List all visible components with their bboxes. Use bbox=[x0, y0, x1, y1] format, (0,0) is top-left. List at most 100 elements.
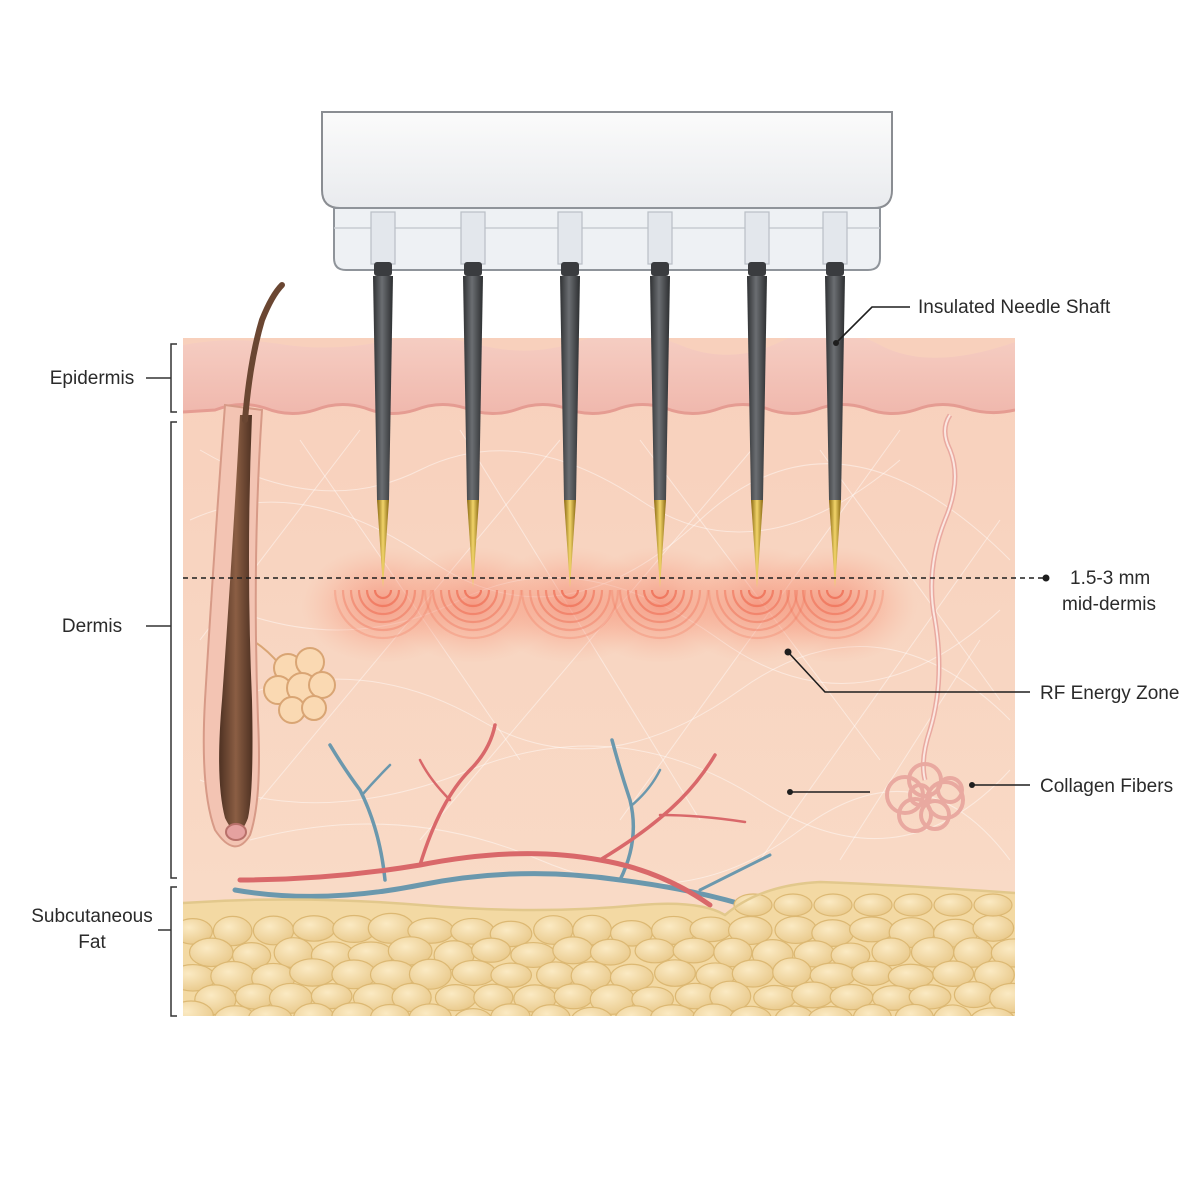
fat-cell bbox=[214, 1005, 257, 1016]
microneedle bbox=[373, 262, 393, 588]
fat-cell bbox=[471, 937, 511, 963]
handpiece-body bbox=[321, 111, 893, 209]
fat-cell bbox=[289, 958, 337, 987]
fat-cell bbox=[774, 915, 818, 945]
rf-ring bbox=[349, 589, 417, 624]
fat-cell bbox=[853, 893, 893, 917]
rf-energy-zone bbox=[301, 547, 917, 663]
cartridge-slot bbox=[647, 211, 673, 265]
rf-ring bbox=[731, 589, 783, 616]
rf-ring bbox=[723, 589, 791, 624]
insulated-needle-shaft bbox=[650, 276, 670, 500]
label-rf-zone: RF Energy Zone bbox=[1040, 683, 1179, 704]
fat-cell bbox=[932, 960, 975, 987]
insulated-needle-shaft bbox=[373, 276, 393, 500]
cartridge-slot bbox=[557, 211, 583, 265]
insulated-needle-shaft bbox=[825, 276, 845, 500]
fat-cell bbox=[894, 1003, 934, 1016]
insulated-needle-shaft bbox=[463, 276, 483, 500]
fat-cell bbox=[553, 983, 594, 1010]
fat-cell bbox=[589, 938, 631, 966]
fat-cell bbox=[408, 958, 452, 990]
rf-ring bbox=[447, 589, 499, 616]
fat-cell bbox=[813, 893, 853, 917]
hair-shaft bbox=[242, 282, 285, 423]
fat-cell bbox=[773, 893, 813, 917]
label-subcutaneous-1: Subcutaneous bbox=[31, 906, 153, 927]
cartridge-slot bbox=[370, 211, 396, 265]
fat-cell bbox=[908, 984, 952, 1010]
fat-cell bbox=[733, 893, 773, 917]
epidermis-bracket bbox=[170, 343, 177, 413]
insulated-needle-shaft bbox=[560, 276, 580, 500]
fat-cell bbox=[851, 960, 894, 987]
rf-ring bbox=[715, 589, 799, 632]
rf-ring bbox=[747, 589, 767, 600]
rf-ring bbox=[520, 589, 620, 640]
fat-cell bbox=[183, 1000, 214, 1016]
rf-ring bbox=[809, 589, 861, 616]
sweat-gland bbox=[885, 413, 965, 833]
rf-ring bbox=[739, 589, 775, 608]
needle-tip bbox=[467, 500, 479, 588]
cartridge-slot bbox=[460, 211, 486, 265]
fat-cell bbox=[972, 914, 1015, 942]
rf-zone-leader bbox=[787, 651, 1030, 693]
label-subcutaneous-2: Fat bbox=[78, 932, 106, 953]
fat-cell bbox=[451, 959, 497, 987]
rf-ring bbox=[801, 589, 869, 624]
fat-cell bbox=[370, 1003, 411, 1016]
fat-cell bbox=[293, 1002, 335, 1016]
layer-brackets bbox=[146, 343, 177, 1017]
fat-cell bbox=[634, 938, 676, 964]
fat-cell bbox=[490, 962, 533, 988]
blood-vessels bbox=[232, 723, 772, 913]
skin-cross-section bbox=[183, 338, 1015, 1016]
dermis-bracket bbox=[170, 421, 177, 879]
rf-device-handpiece bbox=[321, 111, 893, 271]
fat-cell bbox=[727, 915, 773, 946]
fat-cell bbox=[852, 1003, 892, 1016]
fat-cell bbox=[650, 1004, 696, 1016]
microneedle bbox=[650, 262, 670, 588]
needle-tip bbox=[377, 500, 389, 588]
rf-ring bbox=[333, 589, 433, 640]
fat-cell bbox=[672, 937, 715, 964]
hair-follicle bbox=[202, 403, 264, 848]
cartridge-slot bbox=[822, 211, 848, 265]
rf-ring bbox=[431, 589, 515, 632]
fat-boundary bbox=[183, 880, 1015, 917]
fat-cell bbox=[989, 982, 1015, 1014]
fat-cell bbox=[772, 957, 812, 987]
depth-marker-dot bbox=[1042, 574, 1050, 582]
microneedle bbox=[825, 262, 845, 588]
microneedle bbox=[747, 262, 767, 588]
sebaceous-gland bbox=[251, 639, 336, 724]
label-epidermis: Epidermis bbox=[50, 368, 134, 389]
rf-ring bbox=[357, 589, 409, 616]
rf-ring bbox=[463, 589, 483, 600]
fat-cell bbox=[775, 1005, 815, 1016]
label-depth-1: 1.5-3 mm bbox=[1070, 568, 1150, 589]
fat-cells bbox=[183, 893, 1015, 1016]
artery-branch bbox=[418, 723, 497, 867]
rf-ring bbox=[626, 589, 694, 624]
label-collagen: Collagen Fibers bbox=[1040, 776, 1173, 797]
fat-cell bbox=[933, 893, 973, 917]
fat-cell bbox=[953, 981, 994, 1009]
rf-ring bbox=[341, 589, 425, 632]
rf-ring bbox=[634, 589, 686, 616]
rf-ring bbox=[536, 589, 604, 624]
fat-cell bbox=[609, 963, 654, 992]
fat-cell bbox=[490, 1003, 531, 1016]
fat-cell bbox=[654, 959, 696, 987]
cartridge-slot bbox=[744, 211, 770, 265]
rf-ring bbox=[650, 589, 670, 600]
needle-tip bbox=[654, 500, 666, 588]
fat-cell bbox=[990, 938, 1015, 968]
fat-cell bbox=[971, 1007, 1015, 1016]
fat-cell bbox=[871, 937, 911, 967]
fat-cell bbox=[248, 1005, 292, 1016]
rf-ring bbox=[793, 589, 877, 632]
microneedle bbox=[463, 262, 483, 588]
